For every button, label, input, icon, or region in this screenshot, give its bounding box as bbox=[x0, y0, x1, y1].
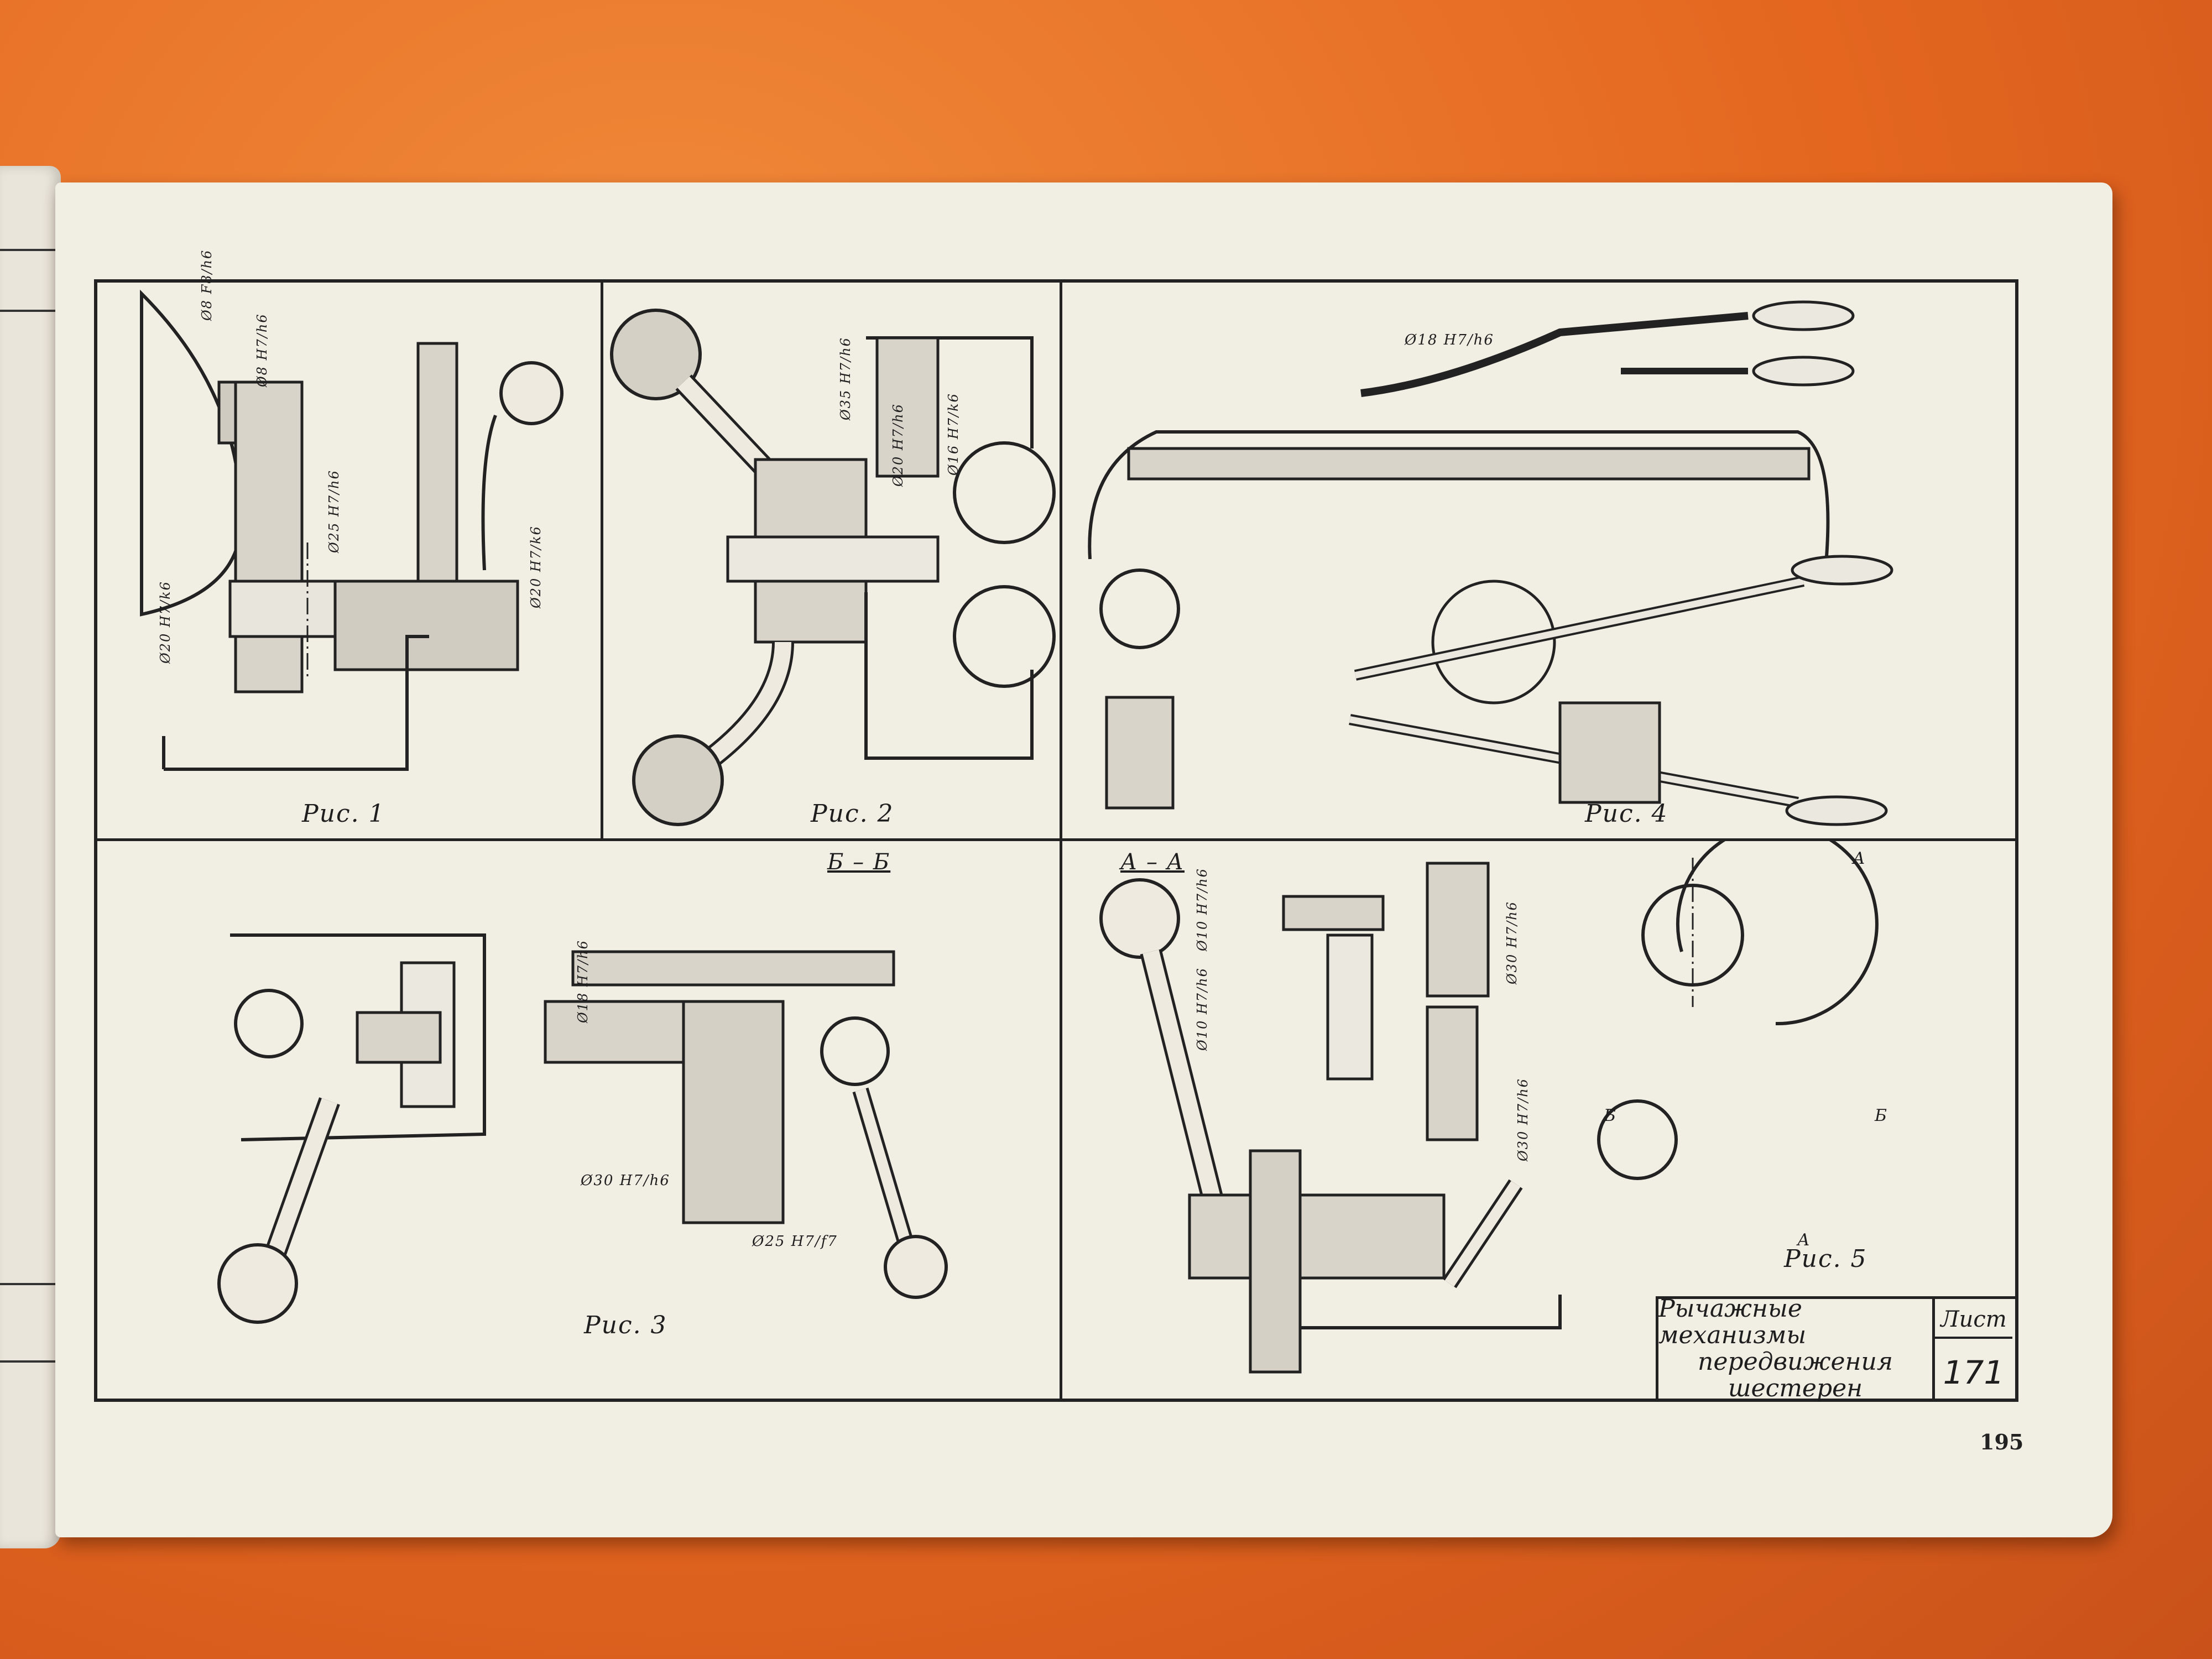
dim-label: Ø20 H7/k6 bbox=[528, 525, 544, 608]
row-divider bbox=[97, 838, 2015, 841]
section-marker: А bbox=[1853, 849, 1866, 868]
book-page bbox=[55, 182, 2112, 1537]
drawing-sheet-frame: Рис. 1 Рис. 2 bbox=[94, 279, 2018, 1402]
dim-label: Ø18 H7/h6 bbox=[1405, 332, 1494, 348]
figure-2-drawing bbox=[610, 309, 1056, 826]
section-marker: А bbox=[1797, 1230, 1811, 1250]
column-divider bbox=[601, 283, 603, 838]
figure-2-caption: Рис. 2 bbox=[811, 800, 894, 828]
section-marker: Б bbox=[1875, 1106, 1888, 1125]
figure-5-caption: Рис. 5 bbox=[1784, 1245, 1867, 1273]
section-marker: Б bbox=[1604, 1106, 1618, 1125]
column-divider bbox=[1060, 283, 1062, 1400]
sheet-cell: Лист 171 bbox=[1935, 1299, 2012, 1399]
dim-label: Ø16 H7/k6 bbox=[946, 393, 961, 476]
dim-label: Ø35 H7/h6 bbox=[838, 337, 853, 420]
dim-label: Ø20 H7/h6 bbox=[890, 403, 906, 487]
figure-5-drawing bbox=[1099, 841, 1879, 1374]
title-line-2: передвижения bbox=[1698, 1348, 1893, 1376]
dim-label: Ø18 H7/h6 bbox=[575, 940, 591, 1023]
dim-label: Ø10 H7/h6 bbox=[1194, 967, 1210, 1051]
sheet-number: 171 bbox=[1943, 1353, 2005, 1391]
figure-4-caption: Рис. 4 bbox=[1585, 800, 1668, 828]
dim-label: Ø8 F8/h6 bbox=[199, 249, 215, 321]
dim-label: Ø10 H7/h6 bbox=[1194, 868, 1210, 951]
dim-label: Ø30 H7/h6 bbox=[1515, 1078, 1531, 1161]
section-label-b-b: Б – Б bbox=[827, 849, 891, 875]
figure-3-caption: Рис. 3 bbox=[584, 1311, 667, 1339]
figure-1-drawing bbox=[140, 289, 564, 771]
dim-label: Ø20 H7/k6 bbox=[158, 581, 173, 664]
dim-label: Ø30 H7/h6 bbox=[581, 1172, 670, 1189]
figure-1-caption: Рис. 1 bbox=[302, 800, 385, 828]
title-line-1: Рычажные механизмы bbox=[1658, 1295, 1807, 1349]
figure-4-drawing bbox=[1088, 300, 1893, 826]
dim-label: Ø8 H7/h6 bbox=[254, 313, 270, 387]
section-label-a-a: А – А bbox=[1120, 849, 1185, 875]
title-block-name: Рычажные механизмы передвижения шестерен bbox=[1658, 1295, 1935, 1402]
title-line-3: шестерен bbox=[1728, 1374, 1863, 1402]
facing-page-edge bbox=[0, 166, 61, 1548]
title-block: Рычажные механизмы передвижения шестерен… bbox=[1656, 1295, 2015, 1402]
sheet-label: Лист bbox=[1935, 1307, 2012, 1339]
dim-label: Ø30 H7/h6 bbox=[1504, 901, 1520, 984]
page-number: 195 bbox=[1980, 1430, 2024, 1454]
dim-label: Ø25 H7/h6 bbox=[326, 469, 342, 553]
figure-3-drawing bbox=[217, 933, 948, 1324]
dim-label: Ø25 H7/f7 bbox=[752, 1233, 838, 1250]
